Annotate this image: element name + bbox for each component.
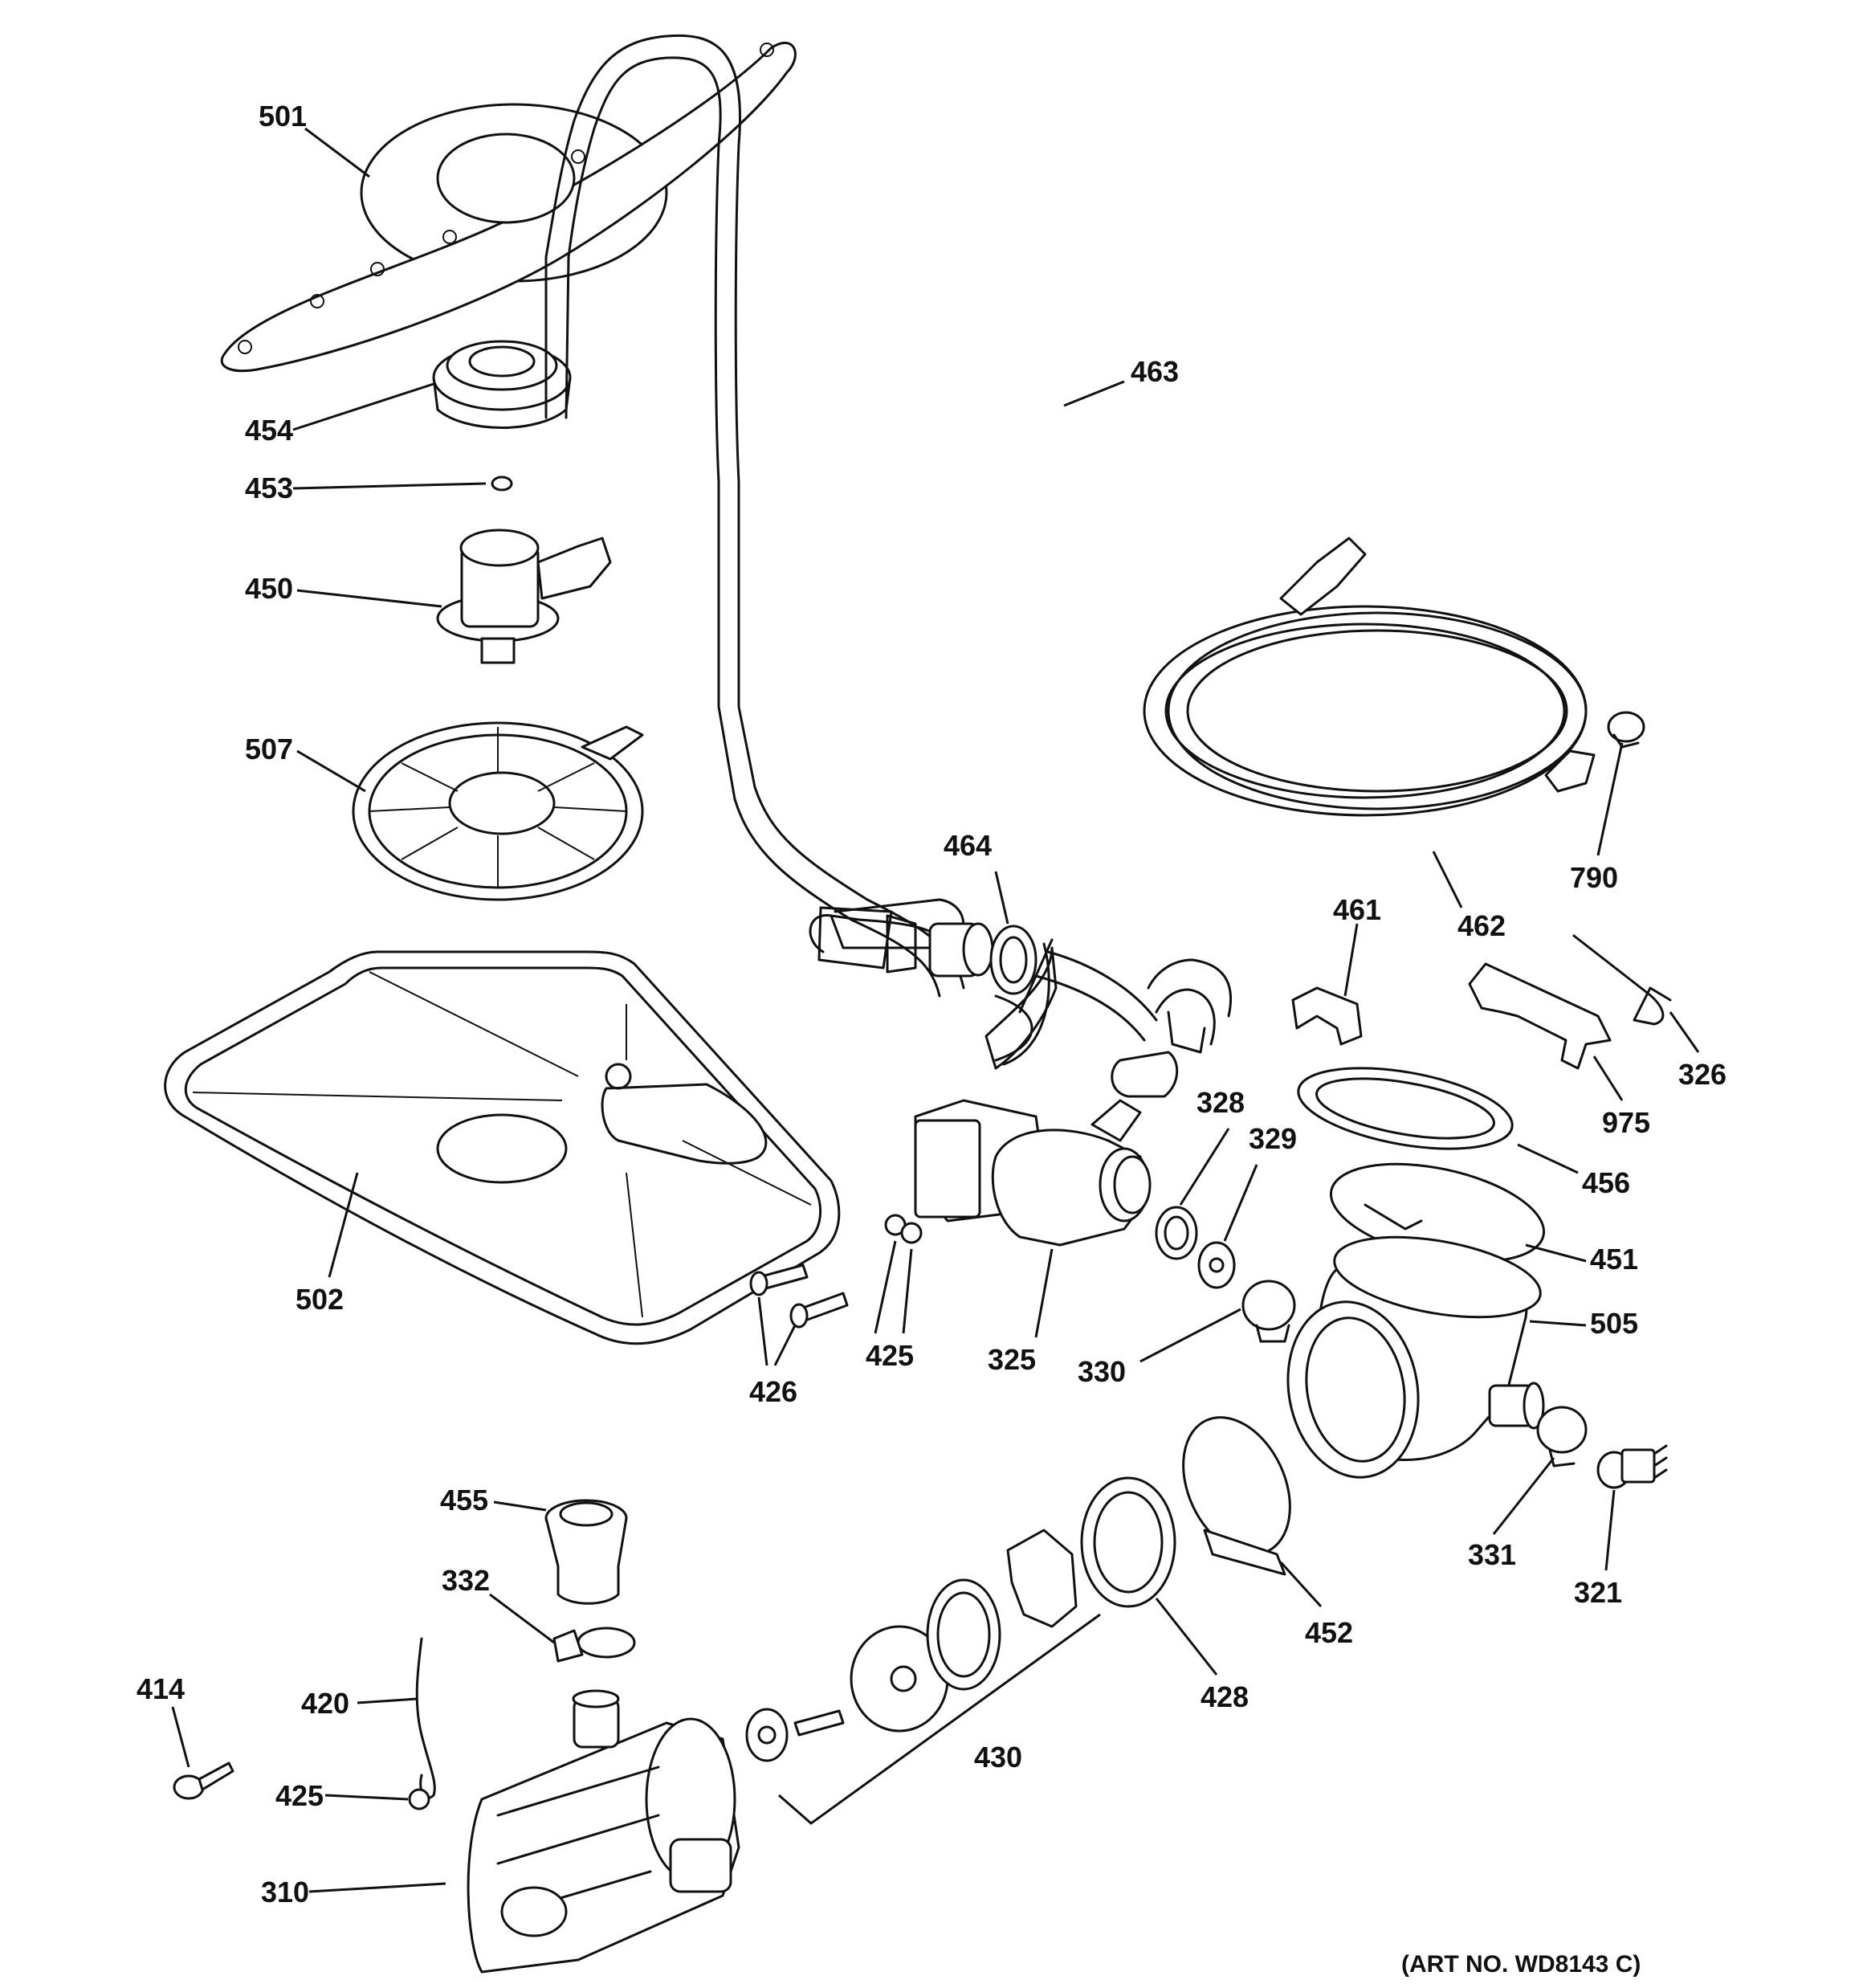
- callout-451: 451: [1590, 1243, 1638, 1276]
- part-326-wire-clip: [1572, 934, 1672, 1026]
- callout-462: 462: [1457, 909, 1506, 942]
- callout-425-lower: 425: [275, 1779, 324, 1812]
- part-330-clamp: [1241, 1280, 1296, 1343]
- part-420-wire: [415, 1637, 436, 1799]
- part-328-washer: [1155, 1206, 1198, 1260]
- callout-454: 454: [245, 414, 293, 447]
- callout-456: 456: [1582, 1166, 1630, 1199]
- leader-lines: [171, 127, 1700, 1893]
- callout-426: 426: [749, 1375, 797, 1408]
- callout-329: 329: [1249, 1122, 1297, 1155]
- part-453-o-ring: [491, 476, 513, 492]
- part-502-sump-cover: [164, 950, 841, 1345]
- part-332-clamp: [552, 1627, 636, 1663]
- part-462-inlet-hose: [1143, 537, 1596, 817]
- part-455-seal: [544, 1499, 628, 1605]
- callout-310: 310: [261, 1876, 309, 1908]
- part-464-ring: [989, 925, 1037, 995]
- callout-463: 463: [1131, 355, 1179, 388]
- part-975-bracket: [1468, 962, 1612, 1070]
- part-321-sensor: [1596, 1444, 1668, 1489]
- callout-975: 975: [1602, 1106, 1650, 1139]
- callout-428: 428: [1201, 1680, 1249, 1713]
- part-463-hose-end: [1034, 950, 1233, 1098]
- callout-328: 328: [1196, 1086, 1245, 1119]
- callout-790: 790: [1570, 861, 1618, 894]
- part-461-bracket: [1291, 986, 1363, 1046]
- callout-325: 325: [988, 1343, 1036, 1376]
- callout-507: 507: [245, 733, 293, 765]
- callout-452: 452: [1305, 1616, 1353, 1649]
- part-331-clamp: [1536, 1406, 1588, 1468]
- part-452-clamp: [1182, 1416, 1291, 1576]
- part-505-sump-housing: [1286, 1235, 1545, 1479]
- art-number: (ART NO. WD8143 C): [1401, 1951, 1641, 1978]
- callout-502: 502: [296, 1283, 344, 1316]
- part-310-pump-motor: [467, 1689, 740, 1974]
- callout-326: 326: [1678, 1058, 1726, 1091]
- part-456-seal: [1297, 1067, 1514, 1150]
- part-426-screws: [749, 1263, 849, 1329]
- part-450-manifold: [436, 529, 612, 664]
- part-325-drain-pump: [914, 1099, 1152, 1247]
- part-428-seal-ring: [1080, 1476, 1176, 1608]
- callout-330: 330: [1078, 1355, 1126, 1388]
- callout-453: 453: [245, 471, 293, 504]
- part-425-grommets-upper: [884, 1214, 923, 1244]
- callout-414: 414: [137, 1672, 185, 1705]
- part-430-impeller-assembly: [745, 1529, 1078, 1762]
- callout-450: 450: [245, 572, 293, 605]
- callout-321: 321: [1574, 1576, 1622, 1609]
- callout-505: 505: [1590, 1307, 1638, 1340]
- callout-425-upper: 425: [866, 1339, 914, 1372]
- part-425-grommet-lower: [408, 1788, 430, 1810]
- callout-332: 332: [442, 1564, 490, 1597]
- part-329-check-valve: [1197, 1241, 1236, 1289]
- callout-455: 455: [440, 1484, 488, 1517]
- part-501-spray-arm: [220, 42, 797, 373]
- callout-501: 501: [259, 100, 307, 133]
- callout-420: 420: [301, 1687, 349, 1720]
- part-414-screw: [173, 1761, 234, 1800]
- callout-331: 331: [1468, 1538, 1516, 1571]
- callout-464: 464: [944, 829, 992, 862]
- part-454-bearing: [432, 340, 572, 429]
- callout-461: 461: [1333, 893, 1381, 926]
- part-507-filter: [352, 721, 644, 901]
- callout-430: 430: [974, 1741, 1022, 1774]
- part-790-clamp: [1607, 711, 1645, 749]
- callout-labels: 501 454 453 450 507 502 463 464 462 790 …: [137, 100, 1726, 1908]
